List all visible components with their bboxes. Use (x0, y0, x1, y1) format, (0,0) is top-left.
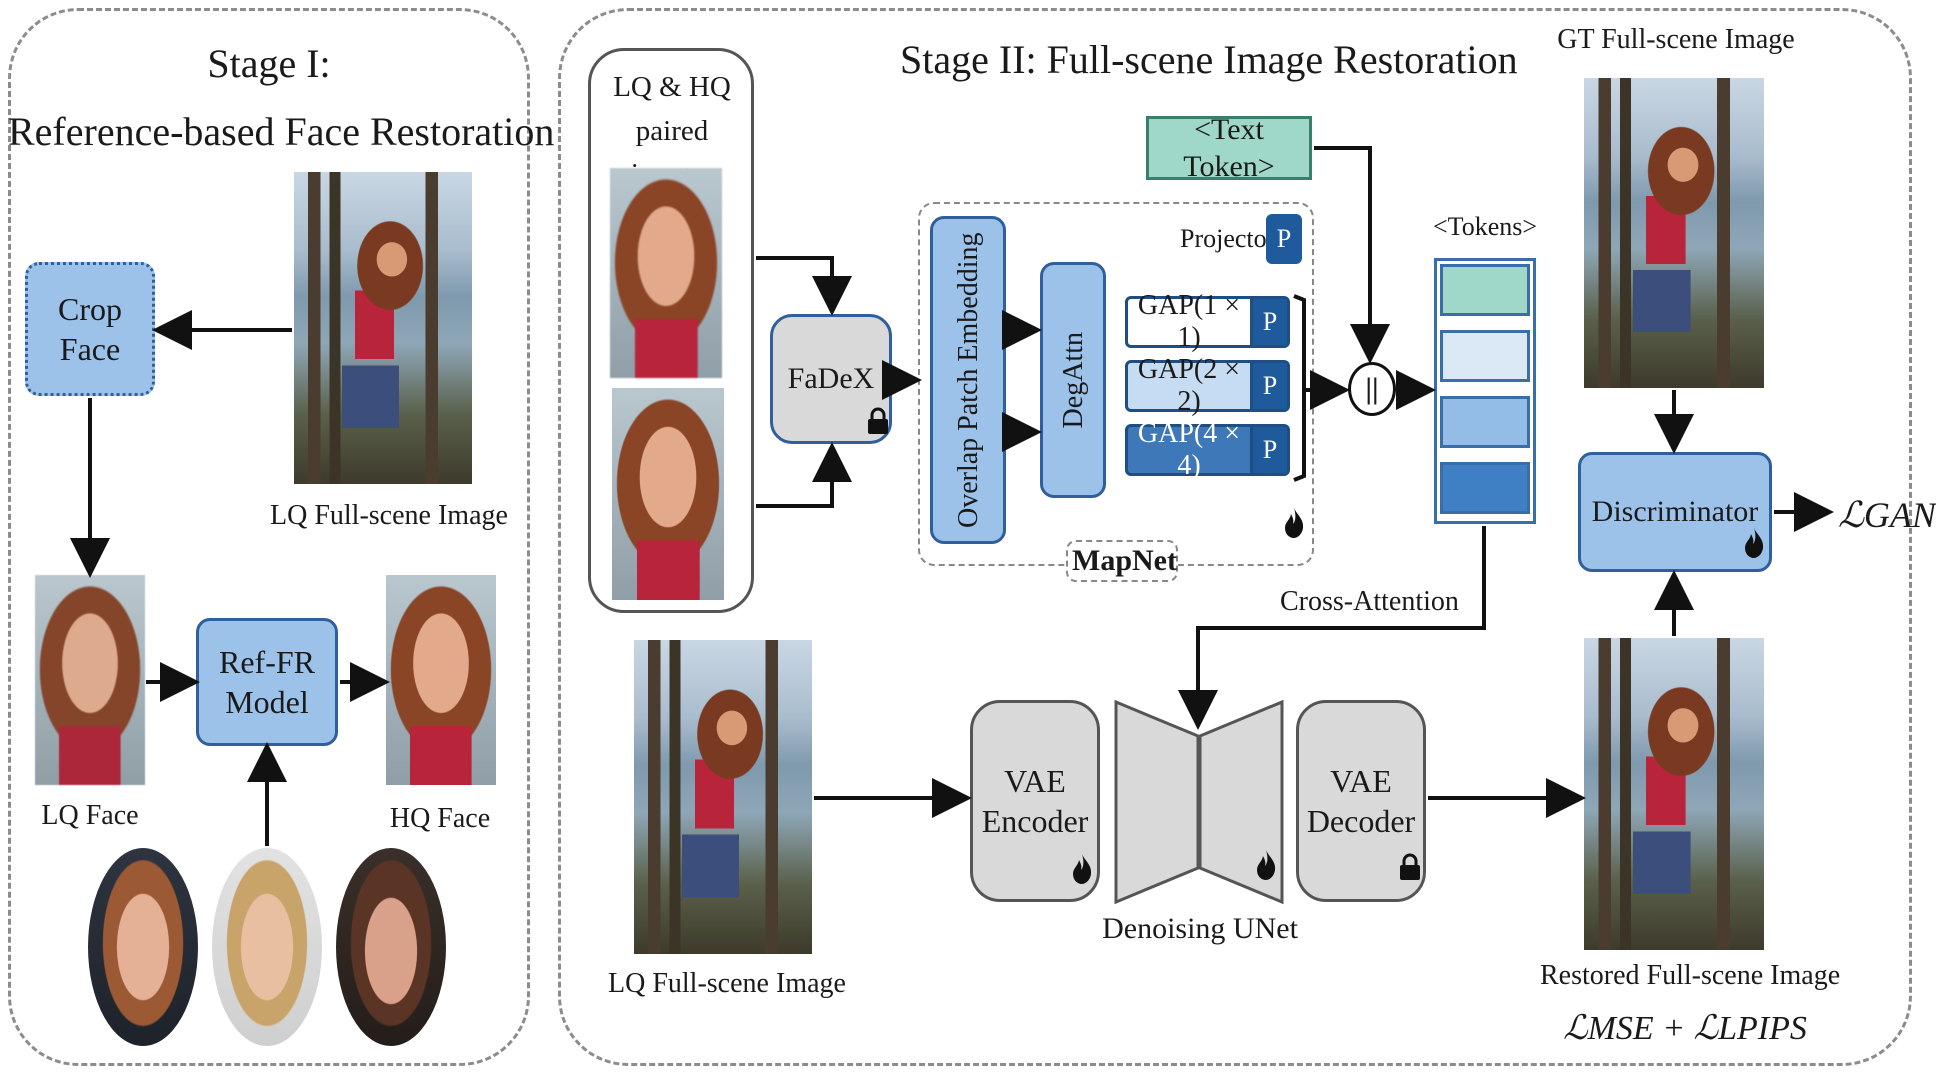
ref-fr-model-label: Ref-FR Model (219, 644, 315, 720)
stage2-lq-full-scene-image (634, 640, 812, 954)
text-token-box: <Text Token> (1146, 113, 1312, 183)
mse-lpips-loss-label: ℒMSE + ℒLPIPS (1563, 1010, 1807, 1047)
text-token-label: <Text Token> (1183, 112, 1275, 184)
token-1 (1440, 264, 1530, 316)
gap-row-2-p: P (1250, 363, 1287, 409)
vae-encoder-label: VAE Encoder (981, 763, 1089, 839)
stage1-lq-full-scene-image (294, 172, 472, 484)
denoising-unet-shape (1114, 699, 1284, 905)
stage1-panel (8, 8, 530, 1066)
projector-p-label: P (1276, 223, 1292, 253)
fadex-label: FaDeX (787, 362, 875, 396)
overlap-patch-embedding-box: Overlap Patch Embedding (930, 216, 1006, 544)
token-2 (1440, 330, 1530, 382)
restored-full-scene-image (1584, 638, 1764, 950)
discriminator-box: Discriminator (1578, 452, 1772, 572)
projector-label: Projector: (1180, 224, 1283, 253)
gap-row-1-p: P (1250, 299, 1287, 345)
lq-face-image (35, 575, 145, 785)
stage2-panel (558, 8, 1912, 1066)
hq-face-label: HQ Face (389, 803, 491, 834)
crop-face-label: Crop Face (58, 291, 122, 367)
lock-icon (866, 406, 890, 436)
gap-row-2: GAP(2 × 2) P (1125, 354, 1290, 417)
lq-face-label: LQ Face (41, 800, 139, 831)
gan-loss-label: ℒGAN (1838, 495, 1936, 535)
paired-images-group (588, 48, 754, 613)
gap-row-2-label: GAP(2 × 2) (1137, 354, 1241, 417)
token-4 (1440, 462, 1530, 514)
cross-attention-label: Cross-Attention (1280, 586, 1459, 617)
gt-full-scene-image (1584, 78, 1764, 388)
vae-decoder-label: VAE Decoder (1306, 763, 1416, 839)
paired-lq-image (610, 168, 722, 378)
gap-row-1-label: GAP(1 × 1) (1137, 290, 1241, 353)
hq-face-image (386, 575, 496, 785)
stage2-title: Stage II: Full-scene Image Restoration (900, 37, 1518, 82)
reference-face-2 (212, 848, 322, 1046)
discriminator-label: Discriminator (1591, 495, 1759, 529)
restored-full-scene-label: Restored Full-scene Image (1540, 960, 1841, 991)
reference-face-1 (88, 848, 198, 1046)
gap-row-3: GAP(4 × 4) P (1125, 418, 1290, 481)
tokens-label: <Tokens> (1432, 212, 1538, 241)
mapnet-label: MapNet (1066, 540, 1178, 582)
lock-icon (1398, 852, 1422, 882)
flame-icon (1742, 526, 1766, 560)
denoising-unet-label: Denoising UNet (1102, 912, 1298, 945)
stage1-title: Stage I: (207, 41, 331, 86)
flame-icon (1070, 852, 1094, 886)
ref-fr-model-box: Ref-FR Model (196, 618, 338, 746)
flame-icon (1254, 848, 1278, 882)
gap-row-1: GAP(1 × 1) P (1125, 290, 1290, 353)
stage1-lq-full-scene-label: LQ Full-scene Image (270, 500, 508, 531)
gap-row-3-p: P (1250, 427, 1287, 473)
concat-symbol: || (1365, 372, 1379, 406)
token-3 (1440, 396, 1530, 448)
projector-p-box: P (1266, 214, 1302, 264)
paired-hq-image (612, 388, 724, 600)
gt-full-scene-label: GT Full-scene Image (1557, 24, 1795, 55)
stage2-lq-full-scene-label: LQ Full-scene Image (608, 968, 846, 999)
flame-icon (1282, 506, 1306, 540)
degattn-box: DegAttn (1040, 262, 1106, 498)
reference-face-3 (336, 848, 446, 1046)
stage1-subtitle: Reference-based Face Restoration (8, 109, 555, 154)
gap-row-3-label: GAP(4 × 4) (1137, 418, 1241, 481)
